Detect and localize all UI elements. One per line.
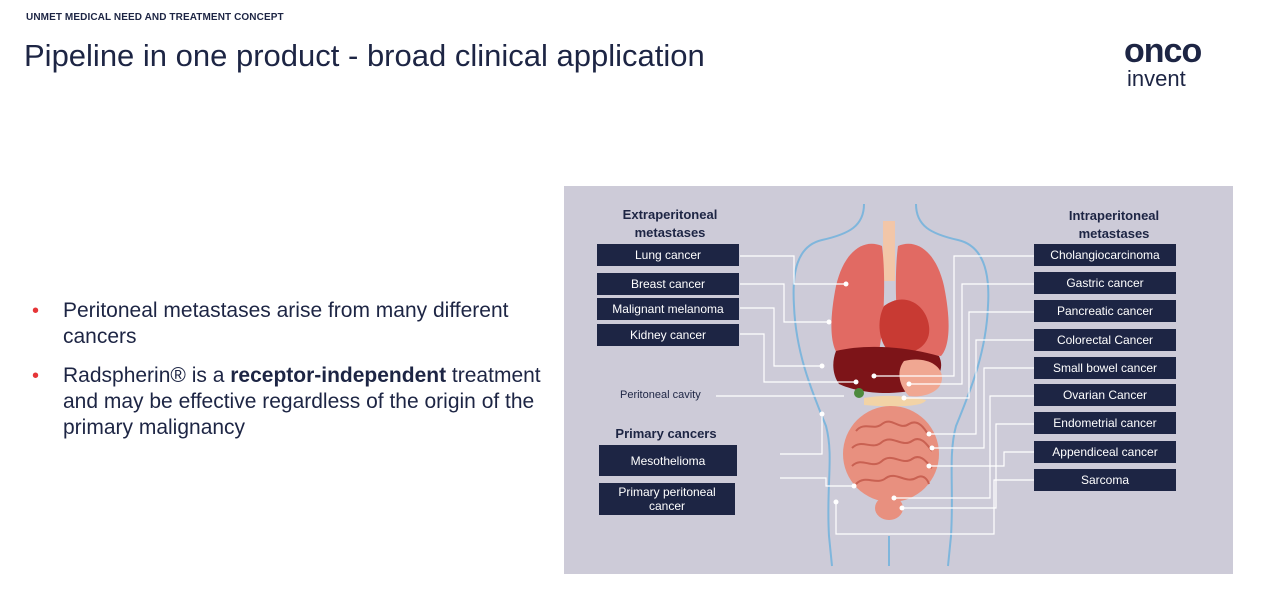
label-kidney-cancer: Kidney cancer <box>597 324 739 346</box>
bullet-item: • Radspherin® is a receptor-independent … <box>32 363 552 441</box>
label-cholangiocarcinoma: Cholangiocarcinoma <box>1034 244 1176 266</box>
label-breast-cancer: Breast cancer <box>597 273 739 295</box>
oncoinvent-logo: onco invent <box>1124 34 1234 94</box>
label-pancreatic-cancer: Pancreatic cancer <box>1034 300 1176 322</box>
label-ovarian-cancer: Ovarian Cancer <box>1034 384 1176 406</box>
section-label: UNMET MEDICAL NEED AND TREATMENT CONCEPT <box>26 12 284 23</box>
bullet-text: Peritoneal metastases arise from many di… <box>63 299 509 348</box>
bullet-text-suffix: treatment and may be effective regardles… <box>63 364 541 439</box>
label-malignant-melanoma: Malignant melanoma <box>597 298 739 320</box>
label-colorectal-cancer: Colorectal Cancer <box>1034 329 1176 351</box>
logo-wordmark-top: onco <box>1124 32 1202 70</box>
label-primary-peritoneal-cancer: Primary peritoneal cancer <box>599 483 735 515</box>
bullet-item: • Peritoneal metastases arise from many … <box>32 298 552 350</box>
page-title: Pipeline in one product - broad clinical… <box>24 38 705 73</box>
extraperitoneal-heading: Extraperitoneal metastases <box>622 207 718 240</box>
bullet-dot-icon: • <box>32 365 40 387</box>
bullet-list: • Peritoneal metastases arise from many … <box>32 298 552 454</box>
intraperitoneal-heading: Intraperitoneal metastases <box>1068 208 1160 241</box>
label-mesothelioma: Mesothelioma <box>599 445 737 476</box>
label-endometrial-cancer: Endometrial cancer <box>1034 412 1176 434</box>
label-lung-cancer: Lung cancer <box>597 244 739 266</box>
bullet-text-prefix: Radspherin® is a <box>63 364 231 387</box>
label-gastric-cancer: Gastric cancer <box>1034 272 1176 294</box>
bullet-text-bold: receptor-independent <box>230 364 447 387</box>
anatomy-illustration <box>716 203 1034 567</box>
label-small-bowel-cancer: Small bowel cancer <box>1034 357 1176 379</box>
label-sarcoma: Sarcoma <box>1034 469 1176 491</box>
label-appendiceal-cancer: Appendiceal cancer <box>1034 441 1176 463</box>
bullet-dot-icon: • <box>32 300 40 322</box>
label-peritoneal-cavity: Peritoneal cavity <box>620 389 701 401</box>
primary-cancers-heading: Primary cancers <box>615 426 717 441</box>
logo-wordmark-bottom: invent <box>1127 66 1186 91</box>
anatomy-diagram: Extraperitoneal metastases Lung cancer B… <box>564 186 1233 574</box>
